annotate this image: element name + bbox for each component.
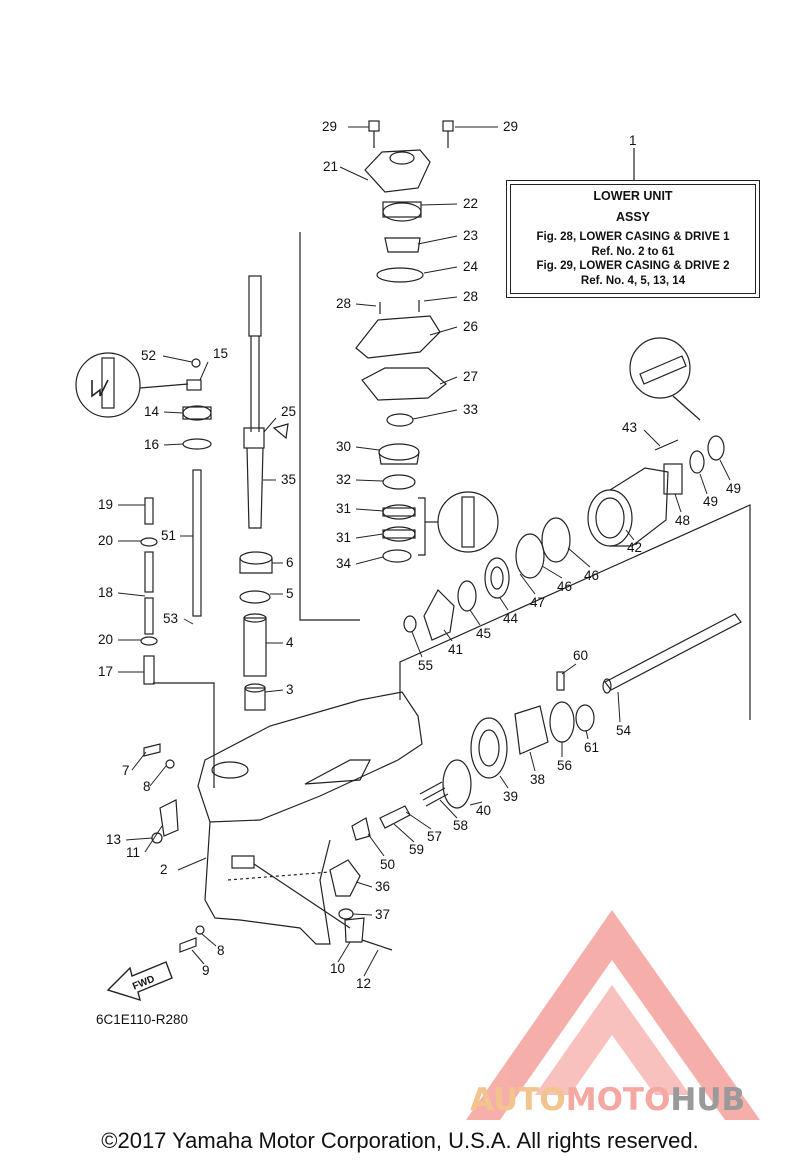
callout-49-44: 49 xyxy=(703,494,718,509)
callout-38-58: 38 xyxy=(530,772,545,787)
callout-3-25: 3 xyxy=(286,682,294,697)
callout-8-34: 8 xyxy=(143,779,151,794)
watermark-logo xyxy=(466,910,760,1120)
callout-8-38: 8 xyxy=(217,943,225,958)
callout-31-14: 31 xyxy=(336,530,351,545)
callout-57-62: 57 xyxy=(427,829,442,844)
callout-15-17: 15 xyxy=(213,346,228,361)
drive-shaft-bushings xyxy=(239,551,273,711)
legend-ref-number: 1 xyxy=(629,133,637,148)
callout-54-55: 54 xyxy=(616,723,632,738)
callout-48-45: 48 xyxy=(675,513,690,528)
callout-19-26: 19 xyxy=(98,497,113,512)
callout-5-23: 5 xyxy=(286,586,294,601)
grease-detail-circle-right xyxy=(629,337,701,421)
callout-24-5: 24 xyxy=(463,259,479,274)
callout-40-60: 40 xyxy=(476,803,491,818)
legend-fig28-refs: Ref. No. 2 to 61 xyxy=(591,245,675,258)
callout-leader-lines xyxy=(117,126,731,977)
callout-44-50: 44 xyxy=(503,611,519,626)
callout-11-36: 11 xyxy=(126,845,140,860)
callout-36-65: 36 xyxy=(375,879,390,894)
propeller-shaft xyxy=(329,613,742,920)
callout-4-24: 4 xyxy=(286,635,294,650)
callout-58-61: 58 xyxy=(453,818,468,833)
legend-title-line2: ASSY xyxy=(615,209,651,224)
callout-13-35: 13 xyxy=(106,832,121,847)
lower-casing xyxy=(143,691,423,953)
callout-2-37: 2 xyxy=(160,862,168,877)
lower-unit-assy-legend: LOWER UNIT ASSY Fig. 28, LOWER CASING & … xyxy=(506,180,760,298)
watermark-part-hub: HUB xyxy=(670,1082,746,1118)
callout-20-31: 20 xyxy=(98,632,113,647)
legend-inner-frame: LOWER UNIT ASSY Fig. 28, LOWER CASING & … xyxy=(510,184,756,294)
watermark-part-moto: MOTO xyxy=(565,1082,671,1118)
callout-22-3: 22 xyxy=(463,196,478,211)
callout-31-13: 31 xyxy=(336,501,351,516)
diagram-code: 6C1E110-R280 xyxy=(96,1012,189,1027)
callout-9-39: 9 xyxy=(202,963,210,978)
callout-59-63: 59 xyxy=(409,842,424,857)
callout-6-22: 6 xyxy=(286,555,294,570)
callout-50-64: 50 xyxy=(380,857,395,872)
grease-detail-circle-left xyxy=(75,352,189,418)
callout-60-54: 60 xyxy=(573,648,588,663)
callout-14-18: 14 xyxy=(144,404,160,419)
callout-21-2: 21 xyxy=(323,159,338,174)
callout-46-47: 46 xyxy=(584,568,599,583)
callout-61-56: 61 xyxy=(584,740,599,755)
callout-23-4: 23 xyxy=(463,228,478,243)
callout-20-27: 20 xyxy=(98,533,113,548)
callout-29-1: 29 xyxy=(503,119,518,134)
callout-7-33: 7 xyxy=(122,763,130,778)
callout-27-9: 27 xyxy=(463,369,478,384)
callout-30-11: 30 xyxy=(336,439,351,454)
callout-47-49: 47 xyxy=(530,595,545,610)
legend-fig29-refs: Ref. No. 4, 5, 13, 14 xyxy=(580,274,686,287)
callout-10-40: 10 xyxy=(330,961,345,976)
callout-37-66: 37 xyxy=(375,907,390,922)
water-pump-housing xyxy=(355,120,454,563)
callout-17-32: 17 xyxy=(98,664,113,679)
callout-51-28: 51 xyxy=(161,528,176,543)
callout-42-46: 42 xyxy=(627,540,642,555)
legend-fig28: Fig. 28, LOWER CASING & DRIVE 1 xyxy=(536,231,730,243)
copyright-notice: ©2017 Yamaha Motor Corporation, U.S.A. A… xyxy=(101,1128,699,1153)
callout-55-53: 55 xyxy=(418,658,433,673)
legend-fig29: Fig. 29, LOWER CASING & DRIVE 2 xyxy=(536,260,730,272)
callout-35-21: 35 xyxy=(281,472,296,487)
callout-29-0: 29 xyxy=(322,119,337,134)
grease-detail-circle-mid xyxy=(418,491,499,556)
forward-arrow-icon xyxy=(106,961,173,1002)
drive-shaft xyxy=(243,232,360,621)
callout-34-15: 34 xyxy=(336,556,352,571)
propeller-shaft-housing xyxy=(399,435,751,720)
callout-25-20: 25 xyxy=(281,404,296,419)
callout-56-57: 56 xyxy=(557,758,572,773)
callout-43-42: 43 xyxy=(622,420,637,435)
callout-12-41: 12 xyxy=(356,976,371,991)
legend-title-line1: LOWER UNIT xyxy=(593,189,673,203)
callout-26-8: 26 xyxy=(463,319,478,334)
callout-18-29: 18 xyxy=(98,585,113,600)
automotohub-watermark: AUTOMOTOHUB xyxy=(470,1082,745,1118)
callout-41-52: 41 xyxy=(448,642,463,657)
callout-16-19: 16 xyxy=(144,437,159,452)
callout-28-6: 28 xyxy=(336,296,351,311)
callout-45-51: 45 xyxy=(476,626,491,641)
callout-53-30: 53 xyxy=(163,611,178,626)
shift-rod-group xyxy=(140,358,215,788)
callout-28-7: 28 xyxy=(463,289,478,304)
callout-52-16: 52 xyxy=(141,348,156,363)
callout-46-48: 46 xyxy=(557,579,572,594)
callout-33-10: 33 xyxy=(463,402,478,417)
callout-39-59: 39 xyxy=(503,789,518,804)
watermark-part-auto: AUTO xyxy=(470,1082,566,1118)
callout-32-12: 32 xyxy=(336,472,351,487)
callout-49-43: 49 xyxy=(726,481,741,496)
